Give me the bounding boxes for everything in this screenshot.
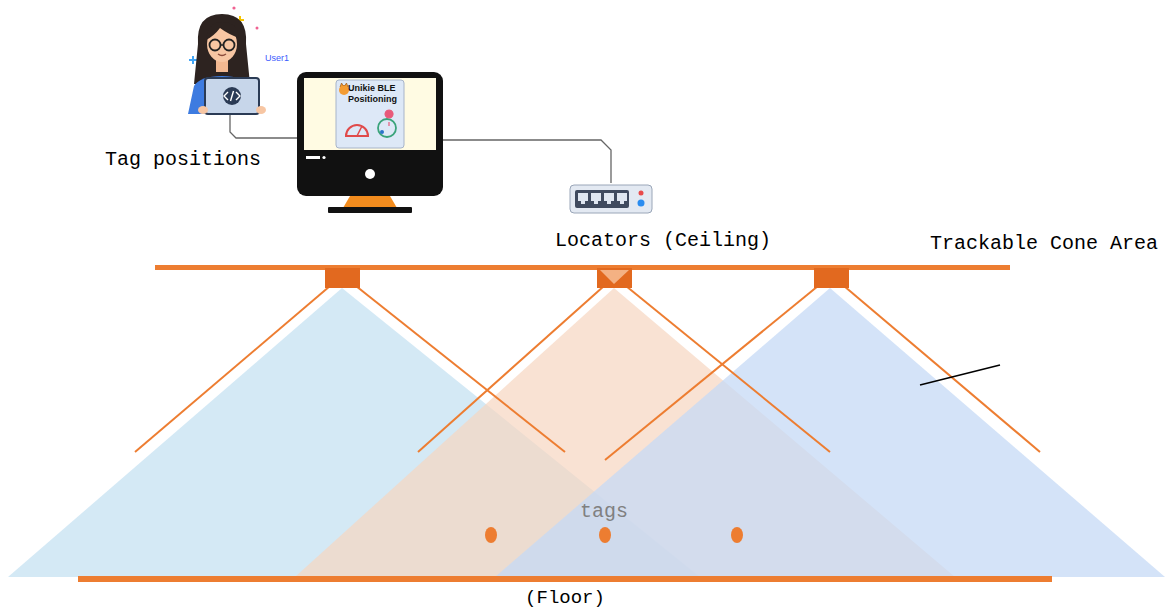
connector-line: [230, 115, 297, 138]
user-hand: [256, 106, 266, 114]
user-hand: [198, 106, 208, 114]
connector-line: [443, 140, 611, 183]
cone-edge: [626, 286, 830, 452]
switch-led: [639, 191, 644, 196]
sparkle: [232, 6, 235, 9]
monitor-mark: [306, 156, 320, 159]
map-pin: [380, 130, 384, 134]
switch-body: [570, 185, 652, 213]
locator-highlight: [600, 270, 629, 284]
tag-dot: [731, 527, 743, 543]
node-text: Locators (Ceiling): [553, 183, 681, 253]
app-panel: [336, 80, 404, 148]
laptop: [205, 78, 259, 114]
ceiling-bar: [155, 265, 1010, 270]
sparkle: [256, 27, 259, 30]
tag-dot: [485, 527, 497, 543]
monitor-stand: [343, 196, 397, 208]
cone-edge: [135, 286, 330, 452]
locator-block: [814, 268, 849, 288]
tag-dot: [599, 527, 611, 543]
callout-label: Trackable Cone Area: [930, 232, 1158, 256]
cone-edge: [844, 286, 1040, 452]
monitor-base: [328, 207, 412, 213]
user-hair: [194, 14, 250, 84]
monitor: Unikie BLE Positioning: [297, 72, 443, 214]
map-pin: [385, 110, 393, 126]
node-text: User1: [265, 53, 289, 64]
sparkle: [189, 56, 197, 64]
glasses: [210, 40, 221, 51]
monitor-button: [365, 169, 375, 179]
node-text: Unikie BLE Positioning: [348, 83, 400, 105]
code-glyph: [224, 91, 240, 101]
map-icon: [378, 119, 396, 137]
tags-label: tags: [580, 500, 628, 524]
fox-icon: [340, 83, 348, 87]
monitor-mark: [322, 156, 325, 159]
cone-edge: [418, 286, 604, 452]
laptop-logo: [223, 87, 241, 105]
cone-edge: [356, 286, 565, 452]
monitor-bezel: [297, 72, 443, 196]
edge-label: Tag positions: [105, 148, 261, 172]
glasses: [221, 44, 224, 46]
protractor-icon: [357, 126, 362, 136]
locator-block: [325, 268, 360, 288]
switch-ports: [575, 190, 629, 208]
floor-label: (Floor): [525, 587, 605, 610]
glasses: [224, 40, 235, 51]
switch-led: [638, 200, 645, 207]
cone-edge: [605, 286, 818, 460]
floor-bar: [78, 576, 1052, 582]
locator-block: [597, 268, 632, 288]
locator-switch: Locators (Ceiling): [553, 183, 681, 257]
cone-area: [495, 288, 1165, 577]
user-mouth: [218, 54, 226, 56]
switch-port: [578, 193, 627, 204]
leader-line: [920, 365, 1000, 385]
monitor-screen: [304, 78, 436, 150]
protractor-icon: [346, 125, 368, 136]
user-figure: User1: [185, 5, 295, 115]
user-fringe: [206, 22, 239, 40]
